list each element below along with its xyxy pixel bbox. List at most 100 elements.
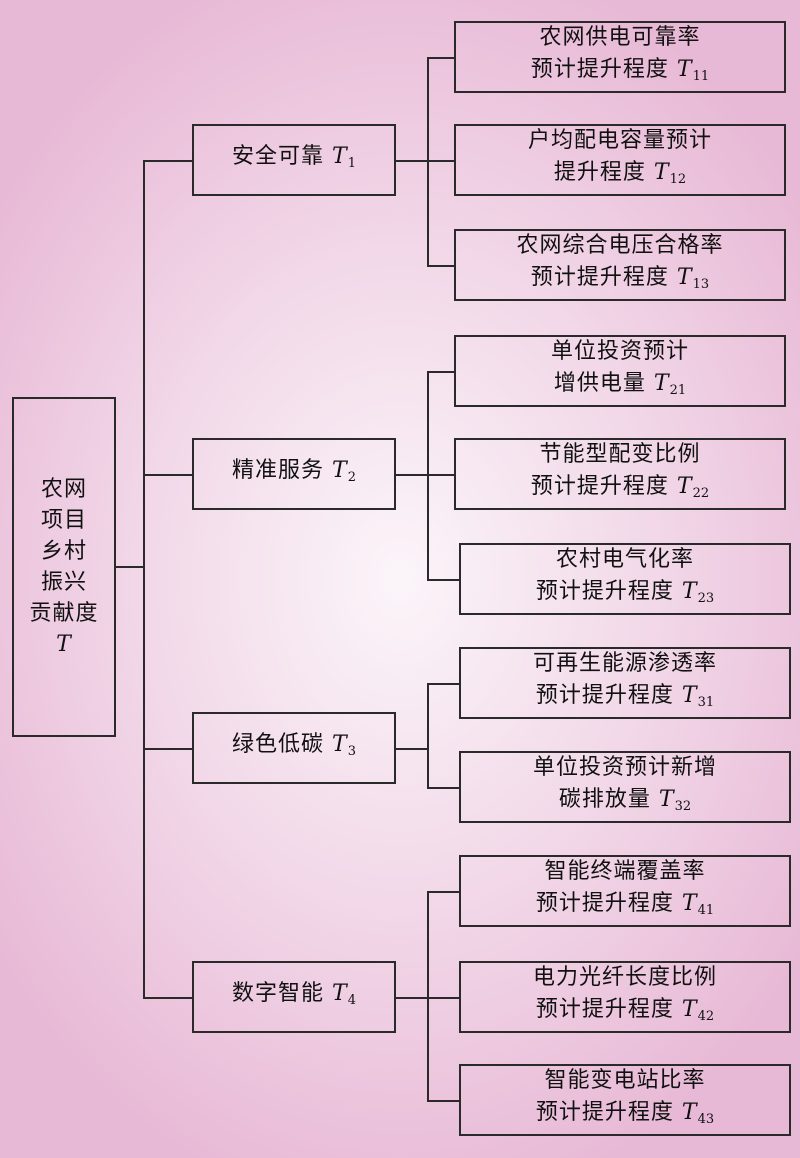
root-symbol: T: [56, 632, 72, 657]
root-line: 振兴: [40, 570, 87, 595]
indicator-line1: 单位投资预计: [550, 338, 689, 364]
connector-line: [427, 997, 459, 999]
category-symbol: T: [332, 731, 348, 757]
connector-line: [427, 57, 454, 59]
indicator-subscript: 43: [697, 1111, 715, 1127]
root-line: 贡献度: [29, 601, 99, 626]
indicator-line2: 提升程度: [553, 159, 646, 185]
indicator-line1: 可再生能源渗透率: [532, 650, 717, 676]
connector-line: [396, 474, 428, 476]
indicator-line2: 预计提升程度: [530, 473, 669, 499]
indicator-line1: 农村电气化率: [555, 546, 694, 572]
indicator-line2: 预计提升程度: [535, 578, 674, 604]
indicator-symbol: T: [676, 264, 693, 290]
connector-line: [427, 474, 454, 476]
connector-line: [427, 891, 459, 893]
category-subscript: 2: [347, 469, 356, 485]
connector-line: [427, 371, 454, 373]
indicator-subscript: 41: [697, 902, 715, 918]
category-node-safety: 安全可靠 T1: [192, 124, 396, 196]
indicator-subscript: 23: [697, 590, 715, 606]
indicator-line2: 预计提升程度: [530, 56, 669, 82]
indicator-line2: 预计提升程度: [535, 996, 674, 1022]
indicator-symbol: T: [681, 1099, 698, 1125]
indicator-line2: 增供电量: [553, 370, 646, 396]
connector-line: [143, 748, 192, 750]
indicator-node: 农网综合电压合格率 预计提升程度 T13: [454, 229, 786, 301]
root-node: 农网 项目 乡村 振兴 贡献度 T: [12, 397, 116, 737]
indicator-node: 智能变电站比率 预计提升程度 T43: [459, 1064, 791, 1136]
indicator-node: 单位投资预计 增供电量 T21: [454, 335, 786, 407]
connector-line: [143, 160, 145, 998]
category-symbol: T: [332, 980, 348, 1006]
connector-line: [427, 265, 454, 267]
indicator-symbol: T: [676, 473, 693, 499]
category-subscript: 3: [347, 743, 356, 759]
category-symbol: T: [332, 457, 348, 483]
connector-line: [427, 683, 459, 685]
indicator-node: 可再生能源渗透率 预计提升程度 T31: [459, 647, 791, 719]
connector-line: [427, 891, 429, 1101]
indicator-line1: 户均配电容量预计: [527, 127, 712, 153]
category-subscript: 4: [347, 992, 356, 1008]
category-symbol: T: [332, 143, 348, 169]
indicator-node: 节能型配变比例 预计提升程度 T22: [454, 438, 786, 510]
indicator-node: 电力光纤长度比例 预计提升程度 T42: [459, 961, 791, 1033]
indicator-line2: 预计提升程度: [535, 890, 674, 916]
indicator-subscript: 31: [697, 694, 715, 710]
indicator-symbol: T: [681, 890, 698, 916]
category-node-green: 绿色低碳 T3: [192, 712, 396, 784]
indicator-symbol: T: [658, 786, 675, 812]
connector-line: [427, 1100, 459, 1102]
category-node-service: 精准服务 T2: [192, 438, 396, 510]
category-label: 绿色低碳: [232, 731, 325, 757]
connector-line: [396, 997, 428, 999]
connector-line: [143, 474, 192, 476]
indicator-subscript: 11: [692, 68, 710, 84]
indicator-line1: 农网综合电压合格率: [516, 232, 724, 258]
indicator-symbol: T: [681, 996, 698, 1022]
connector-line: [116, 566, 144, 568]
connector-line: [143, 997, 192, 999]
indicator-symbol: T: [681, 578, 698, 604]
category-subscript: 1: [347, 155, 356, 171]
indicator-line2: 碳排放量: [558, 786, 651, 812]
indicator-symbol: T: [676, 56, 693, 82]
indicator-symbol: T: [653, 159, 670, 185]
indicator-line2: 预计提升程度: [535, 1099, 674, 1125]
indicator-line2: 预计提升程度: [535, 682, 674, 708]
indicator-subscript: 42: [697, 1008, 715, 1024]
indicator-line2: 预计提升程度: [530, 264, 669, 290]
indicator-node: 单位投资预计新增 碳排放量 T32: [459, 751, 791, 823]
indicator-node: 户均配电容量预计 提升程度 T12: [454, 124, 786, 196]
indicator-subscript: 13: [692, 276, 710, 292]
indicator-line1: 农网供电可靠率: [539, 24, 701, 50]
connector-line: [427, 579, 459, 581]
indicator-subscript: 22: [692, 485, 710, 501]
indicator-line1: 电力光纤长度比例: [532, 964, 717, 990]
category-label: 数字智能: [232, 980, 325, 1006]
root-line: 乡村: [40, 539, 87, 564]
indicator-line1: 节能型配变比例: [539, 441, 701, 467]
connector-line: [143, 160, 192, 162]
indicator-node: 农网供电可靠率 预计提升程度 T11: [454, 21, 786, 93]
indicator-line1: 智能终端覆盖率: [544, 858, 706, 884]
indicator-symbol: T: [653, 370, 670, 396]
indicator-subscript: 21: [669, 382, 687, 398]
indicator-symbol: T: [681, 682, 698, 708]
indicator-line1: 智能变电站比率: [544, 1067, 706, 1093]
category-node-digital: 数字智能 T4: [192, 961, 396, 1033]
category-label: 安全可靠: [232, 143, 325, 169]
connector-line: [427, 683, 429, 788]
root-line: 项目: [40, 508, 87, 533]
indicator-node: 农村电气化率 预计提升程度 T23: [459, 543, 791, 615]
connector-line: [396, 748, 428, 750]
connector-line: [427, 160, 454, 162]
indicator-node: 智能终端覆盖率 预计提升程度 T41: [459, 855, 791, 927]
indicator-subscript: 12: [669, 171, 687, 187]
connector-line: [396, 160, 428, 162]
root-line: 农网: [40, 477, 87, 502]
indicator-subscript: 32: [674, 798, 692, 814]
connector-line: [427, 787, 459, 789]
category-label: 精准服务: [232, 457, 325, 483]
